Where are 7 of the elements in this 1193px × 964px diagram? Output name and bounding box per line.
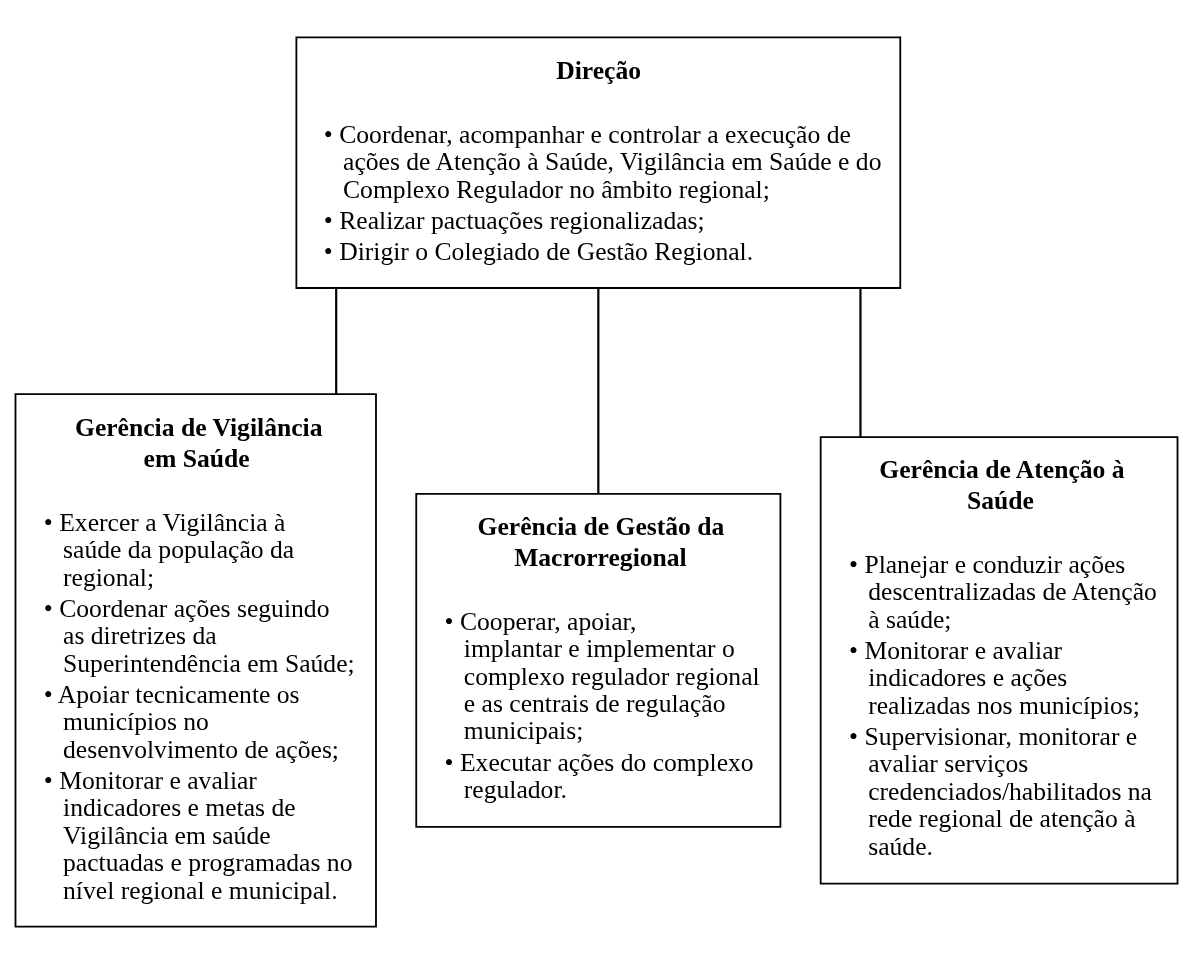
node-box: Gerência de Atenção à Saúde • Planejar e conduzir ações descentralizadas de Atenção à saúde; • Monitorar e avaliar indicadores e ações realizadas nos municípios; • Supervisionar, monitorar e avaliar serviços credenciados/habilitados na rede regional de atenção à saúde. [819,436,1179,885]
node-box: Gerência de Gestão da Macrorregional • Cooperar, apoiar, implantar e implementar o complexo regulador regional e as centrais de regulação municipais; • Executar ações do complexo regulador. [415,492,782,828]
node-box: Gerência de Vigilância em Saúde • Exercer a Vigilância à saúde da população da regional; • Coordenar ações seguindo as diretrizes da Superintendência em Saúde; • Apoiar tecnicamente os municípios no desenvolvimento de ações; • Monitorar e avaliar indicadores e metas de Vigilância em saúde pactuadas e programadas no nível regional e municipal. [14,393,377,928]
connector [597,288,600,494]
node-box: Direção • Coordenar, acompanhar e controlar a execução de ações de Atenção à Saúde, Vigilância em Saúde e do Complexo Regulador no âmbito regional; • Realizar pactuações regionalizadas; • Dirigir o Colegiado de Gestão Regional. [295,36,902,289]
connector [859,288,862,437]
connector [335,288,338,394]
